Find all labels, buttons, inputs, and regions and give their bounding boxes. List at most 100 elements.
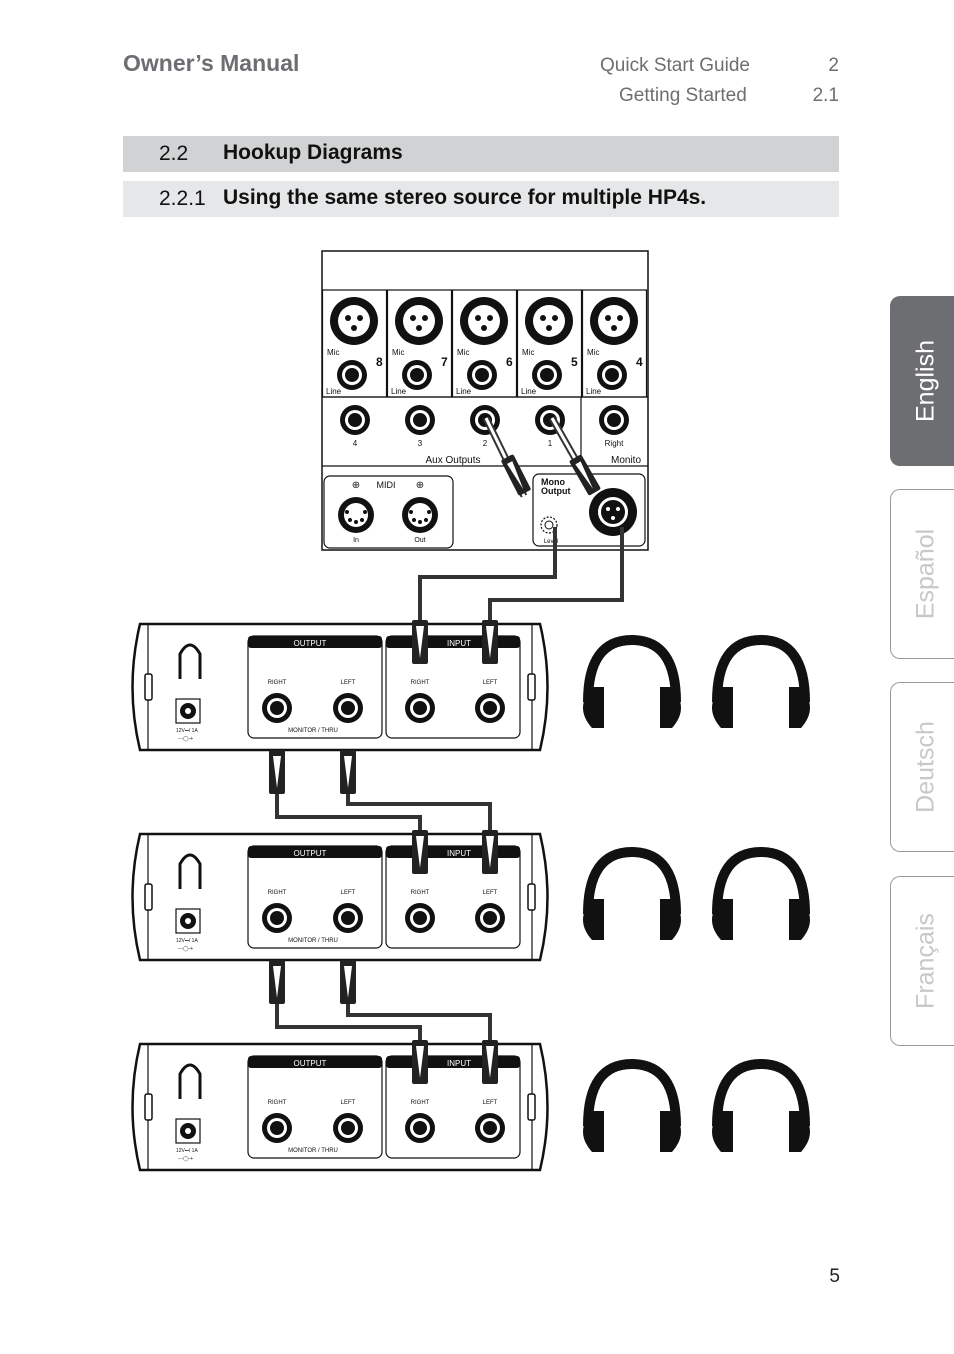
- line-label: Line: [521, 387, 537, 396]
- xlr-input[interactable]: [525, 297, 573, 345]
- line-label: Line: [456, 387, 472, 396]
- input-left-jack[interactable]: [475, 903, 505, 933]
- polarity-label: -·-◯-+: [178, 1156, 193, 1162]
- headphones-icon: [712, 1058, 810, 1152]
- output-right-jack[interactable]: [262, 903, 292, 933]
- section-title: Hookup Diagrams: [223, 141, 403, 164]
- cable-plug-arrow: [482, 830, 498, 874]
- manual-title: Owner’s Manual: [123, 50, 300, 76]
- monitor-right-jack[interactable]: [599, 405, 629, 435]
- rack-slot: [527, 1093, 536, 1121]
- output-left-jack[interactable]: [333, 693, 363, 723]
- midi-out-port[interactable]: [402, 497, 438, 533]
- channel-number: 4: [636, 355, 643, 369]
- output-left-jack[interactable]: [333, 1113, 363, 1143]
- midi-in-port[interactable]: [338, 497, 374, 533]
- line-input-jack[interactable]: [402, 360, 432, 390]
- headphones-icon: [712, 634, 810, 728]
- tab-deutsch[interactable]: Deutsch: [890, 682, 954, 852]
- mic-label: Mic: [522, 348, 534, 357]
- mono-xlr-output[interactable]: [589, 488, 637, 536]
- channel-number: 6: [506, 355, 513, 369]
- aux-output-jack[interactable]: [405, 405, 435, 435]
- aux-output-jack[interactable]: [340, 405, 370, 435]
- power-input-jack[interactable]: [175, 1118, 201, 1144]
- xlr-input[interactable]: [460, 297, 508, 345]
- output-right-label: RIGHT: [268, 680, 287, 686]
- line-input-jack[interactable]: [337, 360, 367, 390]
- tab-francais[interactable]: Français: [890, 876, 954, 1046]
- source-cables: [418, 527, 624, 624]
- power-label: 12V⎓/ 1A: [176, 728, 198, 734]
- power-label: 12V⎓/ 1A: [176, 938, 198, 944]
- midi-in-label: In: [353, 537, 359, 544]
- midi-out-label: Out: [414, 537, 425, 544]
- channel-number: 7: [441, 355, 448, 369]
- line-input-jack[interactable]: [597, 360, 627, 390]
- cable-plug-arrow: [340, 960, 356, 1004]
- midi-screw-icon: ⊕: [416, 480, 424, 491]
- output-section-label: OUTPUT: [294, 1059, 327, 1068]
- power-input-jack[interactable]: [175, 698, 201, 724]
- xlr-input[interactable]: [330, 297, 378, 345]
- input-left-jack[interactable]: [475, 693, 505, 723]
- input-left-label: LEFT: [483, 890, 498, 896]
- mic-label: Mic: [392, 348, 404, 357]
- midi-screw-icon: ⊕: [352, 480, 360, 491]
- polarity-label: -·-◯-+: [178, 946, 193, 952]
- subsection-heading: 2.2.1 Using the same stereo source for m…: [123, 181, 839, 217]
- mic-label: Mic: [457, 348, 469, 357]
- input-left-label: LEFT: [483, 680, 498, 686]
- line-input-jack[interactable]: [532, 360, 562, 390]
- cable-plug-arrow: [482, 620, 498, 664]
- mic-label: Mic: [327, 348, 339, 357]
- level-label: Level: [544, 539, 558, 545]
- monitor-thru-label: MONITOR / THRU: [288, 1148, 338, 1154]
- channel-number: 5: [571, 355, 578, 369]
- breadcrumb-getting-started[interactable]: Getting Started: [619, 85, 747, 106]
- tab-english[interactable]: English: [890, 296, 954, 466]
- cable-plug-arrow: [340, 750, 356, 794]
- cable-clip-icon: [178, 643, 202, 679]
- input-left-jack[interactable]: [475, 1113, 505, 1143]
- input-right-jack[interactable]: [405, 693, 435, 723]
- mono-output-label-2: Output: [541, 486, 571, 496]
- output-left-label: LEFT: [341, 890, 356, 896]
- subsection-number: 2.2.1: [159, 187, 206, 210]
- output-left-label: LEFT: [341, 1100, 356, 1106]
- xlr-input[interactable]: [590, 297, 638, 345]
- rack-slot: [144, 673, 153, 701]
- subsection-title: Using the same stereo source for multipl…: [223, 186, 707, 209]
- breadcrumb-quick-start[interactable]: Quick Start Guide: [600, 55, 750, 76]
- breadcrumb-quick-start-num: 2: [828, 55, 839, 76]
- output-right-jack[interactable]: [262, 1113, 292, 1143]
- section-heading: 2.2 Hookup Diagrams: [123, 136, 839, 172]
- breadcrumb-getting-started-num: 2.1: [812, 85, 839, 106]
- line-input-jack[interactable]: [467, 360, 497, 390]
- input-right-label: RIGHT: [411, 1100, 430, 1106]
- input-left-label: LEFT: [483, 1100, 498, 1106]
- line-label: Line: [391, 387, 407, 396]
- monitor-label: Monito: [611, 455, 641, 466]
- power-input-jack[interactable]: [175, 908, 201, 934]
- tab-espanol[interactable]: Español: [890, 489, 954, 659]
- output-right-jack[interactable]: [262, 693, 292, 723]
- mic-label: Mic: [587, 348, 599, 357]
- input-right-jack[interactable]: [405, 1113, 435, 1143]
- right-label: Right: [605, 439, 624, 448]
- output-left-jack[interactable]: [333, 903, 363, 933]
- cable-plug-arrow: [482, 1040, 498, 1084]
- input-right-jack[interactable]: [405, 903, 435, 933]
- output-right-label: RIGHT: [268, 890, 287, 896]
- line-label: Line: [326, 387, 342, 396]
- headphones-icon: [583, 1058, 681, 1152]
- monitor-thru-label: MONITOR / THRU: [288, 938, 338, 944]
- section-number: 2.2: [159, 142, 189, 165]
- headphones-icon: [712, 846, 810, 940]
- polarity-label: -·-◯-+: [178, 736, 193, 742]
- cable-plug-arrow: [412, 830, 428, 874]
- aux-number: 1: [548, 439, 553, 448]
- xlr-input[interactable]: [395, 297, 443, 345]
